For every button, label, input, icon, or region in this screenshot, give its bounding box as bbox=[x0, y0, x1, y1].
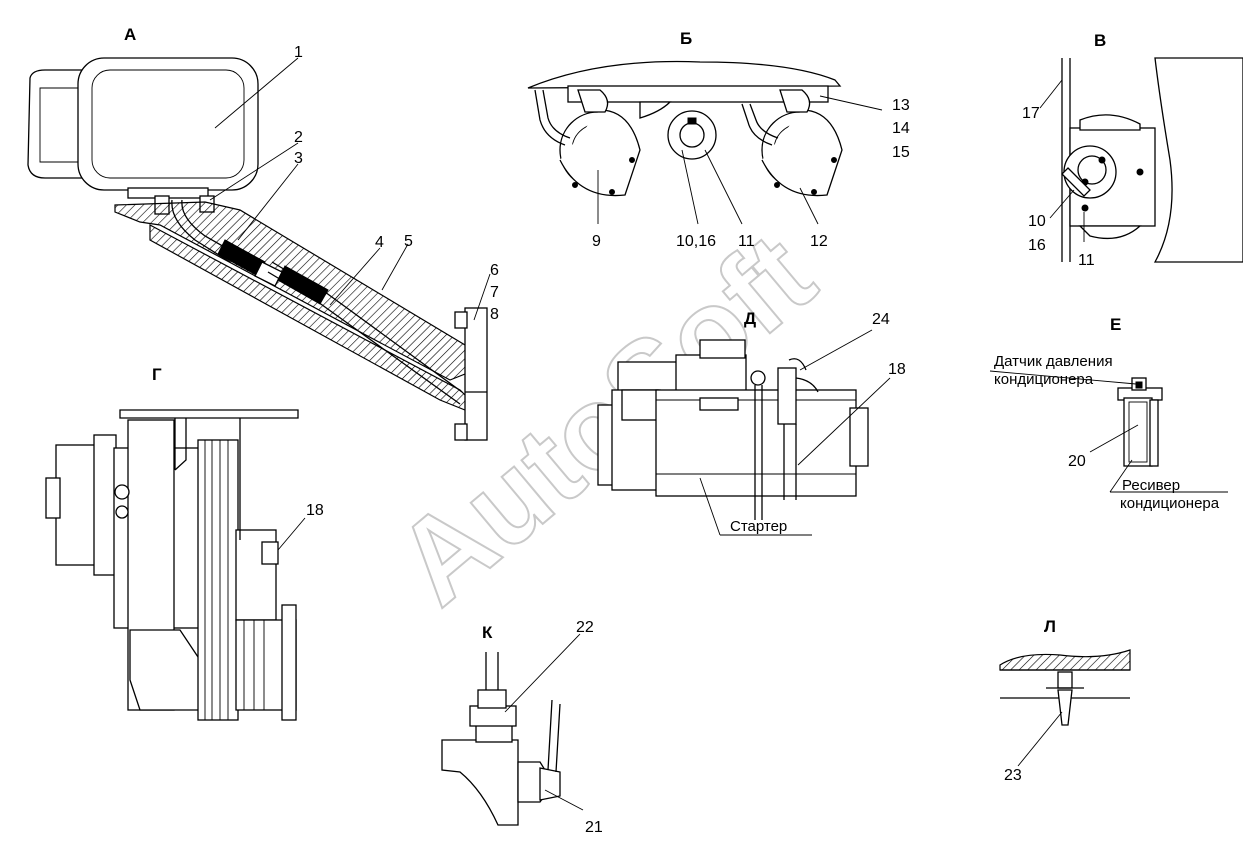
caption-receiver-line1: Ресивер bbox=[1122, 477, 1180, 494]
view-e-receiver-assembly bbox=[989, 370, 1228, 493]
view-v-bracket-assembly bbox=[1039, 57, 1243, 263]
callout-13: 13 bbox=[892, 97, 910, 114]
callout-9: 9 bbox=[592, 233, 601, 250]
callout-18-view-g: 18 bbox=[306, 502, 324, 519]
view-v-letter: В bbox=[1094, 31, 1106, 50]
view-g-letter: Г bbox=[152, 365, 162, 384]
callout-23: 23 bbox=[1004, 767, 1022, 784]
callout-10-16: 10,16 bbox=[676, 233, 716, 250]
view-a-letter: А bbox=[124, 25, 136, 44]
view-l-clip-assembly bbox=[999, 649, 1131, 767]
callout-14: 14 bbox=[892, 120, 910, 137]
caption-sensor-line2: кондиционера bbox=[994, 371, 1094, 388]
callout-16: 16 bbox=[1028, 237, 1046, 254]
callout-10: 10 bbox=[1028, 213, 1046, 230]
callout-8: 8 bbox=[490, 306, 499, 323]
callout-3: 3 bbox=[294, 150, 303, 167]
view-g-engine-assembly bbox=[45, 409, 306, 721]
view-e-letter: Е bbox=[1110, 315, 1121, 334]
caption-sensor-line1: Датчик давления bbox=[994, 353, 1113, 370]
callout-2: 2 bbox=[294, 129, 303, 146]
view-b-horns-assembly bbox=[527, 60, 883, 225]
view-b-letter: Б bbox=[680, 29, 692, 48]
view-k-letter: К bbox=[482, 623, 493, 642]
callout-20: 20 bbox=[1068, 453, 1086, 470]
view-l-letter: Л bbox=[1044, 617, 1056, 636]
callout-11-view-v: 11 bbox=[1078, 252, 1095, 269]
callout-21: 21 bbox=[585, 819, 603, 836]
callout-24: 24 bbox=[872, 311, 890, 328]
caption-starter: Стартер bbox=[730, 518, 787, 535]
callout-11: 11 bbox=[738, 233, 755, 250]
callout-6: 6 bbox=[490, 262, 499, 279]
view-d-letter: Д bbox=[744, 309, 756, 328]
callout-12: 12 bbox=[810, 233, 828, 250]
callout-18-view-d: 18 bbox=[888, 361, 906, 378]
callout-1: 1 bbox=[294, 44, 303, 61]
callout-17: 17 bbox=[1022, 105, 1040, 122]
view-d-starter-assembly bbox=[597, 329, 891, 536]
callout-4: 4 bbox=[375, 234, 384, 251]
callout-15: 15 bbox=[892, 144, 910, 161]
callout-7: 7 bbox=[490, 284, 499, 301]
view-k-sensors-assembly bbox=[441, 633, 584, 826]
view-a-lamp-assembly bbox=[27, 57, 491, 441]
callout-22: 22 bbox=[576, 619, 594, 636]
caption-receiver-line2: кондиционера bbox=[1120, 495, 1220, 512]
callout-5: 5 bbox=[404, 233, 413, 250]
